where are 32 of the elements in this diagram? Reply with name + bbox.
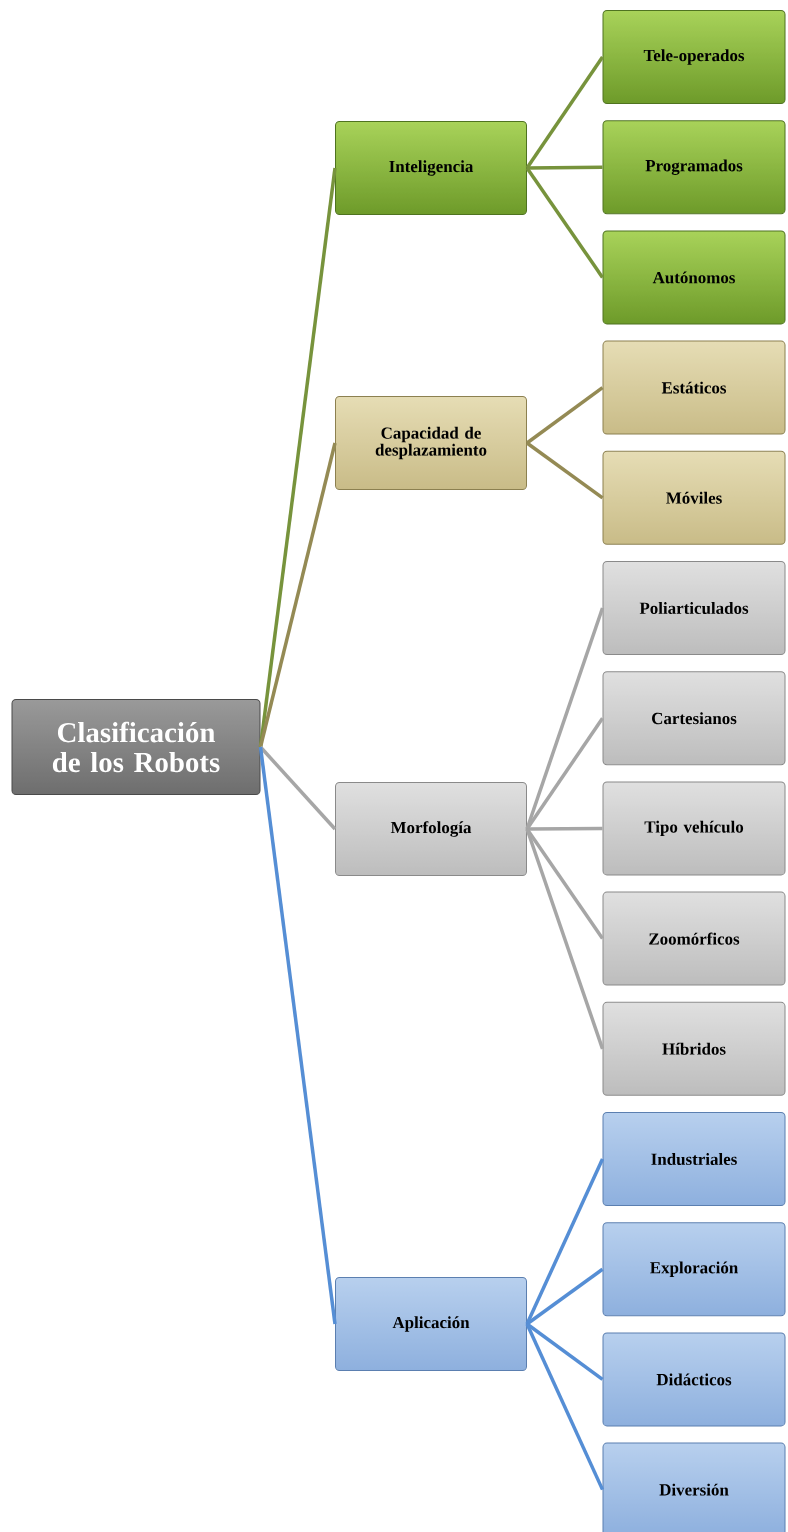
category-box: Poliarticulados: [602, 561, 786, 655]
connector-line: [525, 1158, 605, 1325]
category-box: Autónomos: [602, 230, 786, 325]
category-box: Tele-operados: [602, 10, 786, 104]
category-box: Híbridos: [602, 1001, 786, 1096]
connector-line: [525, 607, 605, 830]
category-box: Industriales: [602, 1112, 786, 1206]
category-box: Móviles: [602, 450, 786, 545]
category-box: Didácticos: [602, 1332, 786, 1427]
category-box: Capacidad de desplazamiento: [335, 396, 527, 490]
connector-line: [526, 441, 604, 500]
connector-line: [527, 826, 603, 831]
category-box: Aplicación: [335, 1277, 527, 1371]
category-box: Inteligencia: [335, 121, 527, 215]
category-box: Cartesianos: [602, 671, 786, 766]
connector-line: [525, 828, 605, 1050]
connector-line: [258, 746, 337, 1325]
category-box: Diversión: [602, 1442, 786, 1532]
connector-line: [259, 745, 337, 831]
connector-line: [525, 386, 604, 445]
connector-line: [525, 167, 604, 279]
connector-line: [527, 165, 603, 170]
category-box: Programados: [602, 120, 786, 215]
category-box: Estáticos: [602, 340, 786, 435]
connector-line: [525, 1323, 605, 1491]
category-box: Zoomórficos: [602, 891, 786, 986]
category-box: Exploración: [602, 1222, 786, 1317]
category-box: Morfología: [335, 782, 527, 876]
connector-line: [525, 56, 604, 169]
category-box: Tipo vehículo: [602, 781, 786, 876]
connector-line: [258, 442, 337, 748]
category-box: Clasificación de los Robots: [11, 699, 261, 795]
